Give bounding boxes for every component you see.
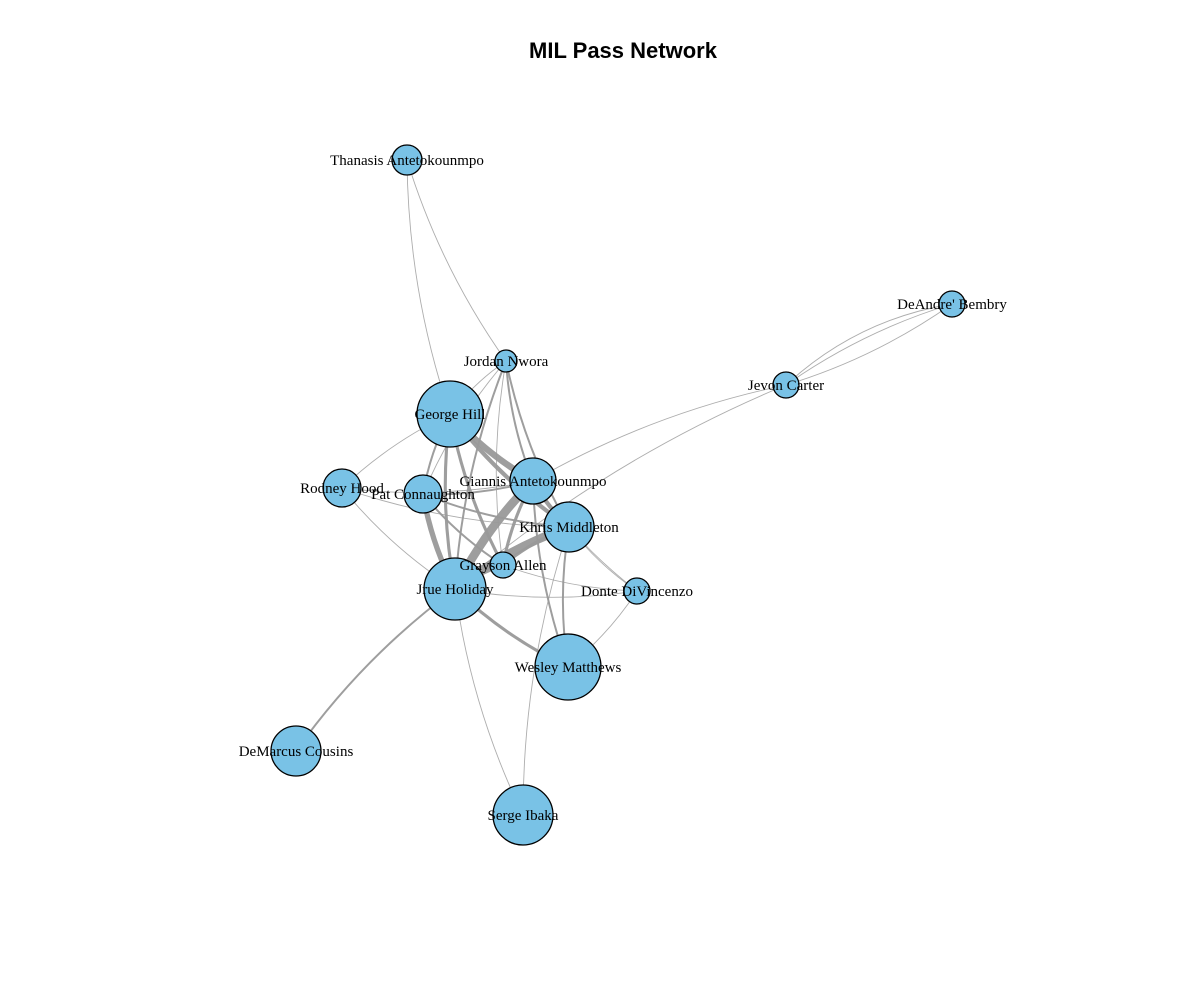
- edge-bembry-carter: [785, 303, 953, 386]
- node-hill: [416, 380, 484, 448]
- node-label-middleton: Khris Middleton: [519, 520, 619, 536]
- edge-holiday-cousins: [295, 588, 456, 752]
- node-label-carter: Jevon Carter: [748, 378, 824, 394]
- edge-holiday-ibaka: [454, 588, 524, 816]
- node-label-cousins: DeMarcus Cousins: [239, 744, 354, 760]
- node-giannis: [509, 457, 557, 505]
- node-connaughton: [403, 474, 443, 514]
- node-label-giannis: Giannis Antetokounmpo: [459, 474, 606, 490]
- node-label-connaughton: Pat Connaughton: [371, 487, 475, 503]
- node-nwora: [494, 349, 518, 373]
- node-cousins: [270, 725, 322, 777]
- node-label-ibaka: Serge Ibaka: [488, 808, 559, 824]
- edge-hood-middleton: [341, 487, 570, 528]
- node-holiday: [423, 557, 487, 621]
- node-hood: [322, 468, 362, 508]
- edge-nwora-allen: [495, 360, 507, 566]
- node-carter: [772, 371, 800, 399]
- edge-thanasis-nwora: [406, 159, 507, 362]
- node-label-allen: Grayson Allen: [459, 558, 547, 574]
- chart-title: MIL Pass Network: [529, 38, 718, 63]
- edge-carter-giannis: [532, 384, 787, 482]
- node-label-matthews: Wesley Matthews: [515, 660, 622, 676]
- edge-bembry-carter: [785, 303, 953, 386]
- node-label-nwora: Jordan Nwora: [464, 354, 549, 370]
- node-ibaka: [492, 784, 554, 846]
- edge-allen-divincenzo: [502, 564, 638, 592]
- node-bembry: [938, 290, 966, 318]
- node-allen: [489, 551, 517, 579]
- node-label-thanasis: Thanasis Antetokounmpo: [330, 153, 484, 169]
- node-middleton: [543, 501, 595, 553]
- node-label-hood: Rodney Hood: [300, 481, 384, 497]
- edge-thanasis-hill: [406, 159, 451, 415]
- node-matthews: [534, 633, 602, 701]
- nodes-layer: [270, 144, 966, 846]
- node-label-hill: George Hill: [415, 407, 486, 423]
- node-divincenzo: [623, 577, 651, 605]
- node-label-divincenzo: Donte DiVincenzo: [581, 584, 693, 600]
- edge-bembry-carter: [785, 303, 953, 386]
- node-thanasis: [391, 144, 423, 176]
- node-label-holiday: Jrue Holiday: [416, 582, 494, 598]
- node-label-bembry: DeAndre' Bembry: [897, 297, 1007, 313]
